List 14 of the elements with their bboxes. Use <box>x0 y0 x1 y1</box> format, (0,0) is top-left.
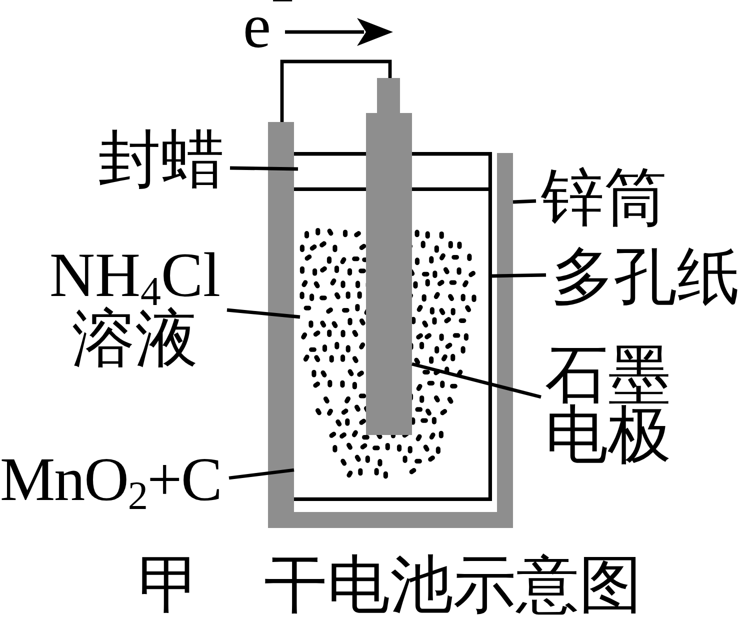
callout-label: NH$_{4}$Cl溶液 <box>45 243 225 371</box>
callout-label: MnO$_{2}$+C <box>0 450 222 510</box>
leader-line <box>228 468 294 480</box>
callout-label: 多孔纸 <box>551 247 740 307</box>
leader-line <box>230 166 298 171</box>
wire <box>280 60 392 122</box>
leader-line <box>226 308 300 319</box>
callout-label: 锌筒 <box>541 168 667 228</box>
leader-line <box>492 273 546 278</box>
callout-label: 封蜡 <box>98 130 224 190</box>
caption: 甲 干电池示意图 <box>138 555 642 615</box>
leader-line <box>512 199 536 204</box>
electrode-rod <box>366 78 412 435</box>
callout-label: 石墨电极 <box>545 345 675 465</box>
